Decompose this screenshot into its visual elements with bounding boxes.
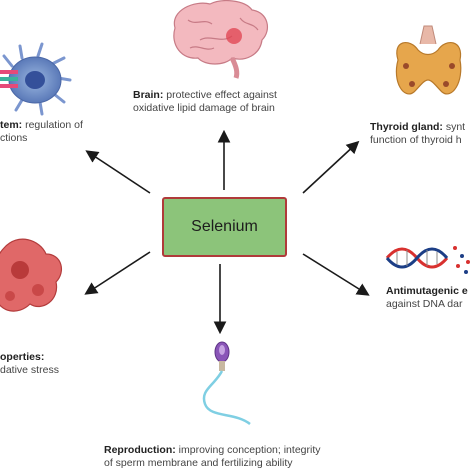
antioxidant-title: operties:: [0, 351, 45, 363]
reproduction-text-line2: of sperm membrane and fertilizing abilit…: [104, 457, 293, 469]
immune-title: tem:: [0, 119, 23, 131]
arrow-to-immune: [85, 150, 151, 194]
thyroid-title: Thyroid gland:: [370, 121, 443, 133]
arrow-to-antioxidant: [84, 251, 151, 295]
reproduction-title: Reproduction:: [104, 444, 176, 456]
selenium-label: Selenium: [191, 218, 258, 235]
brain-text-line1: protective effect against: [166, 89, 277, 101]
thyroid-text-line2: function of thyroid h: [370, 134, 462, 146]
reproduction-text-line1: improving conception; integrity: [178, 444, 321, 456]
antimutagenic-title: Antimutagenic e: [386, 285, 468, 297]
thyroid-caption: Thyroid gland: synt function of thyroid …: [370, 121, 465, 147]
brain-title: Brain:: [133, 89, 164, 101]
immune-cell-icon: [0, 42, 72, 116]
dna-icon: [385, 246, 470, 274]
thyroid-icon: [395, 25, 462, 95]
brain-text-line2: oxidative lipid damage of brain: [133, 102, 275, 114]
reproduction-caption: Reproduction: improving conception; inte…: [104, 444, 321, 470]
antimutagenic-caption: Antimutagenic e against DNA dar: [386, 285, 468, 311]
immune-text-line2: ctions: [0, 132, 28, 144]
arrow-to-thyroid: [302, 140, 360, 194]
immune-text-line1: regulation of: [25, 119, 83, 131]
antimutagenic-text-line2: against DNA dar: [386, 298, 463, 310]
thyroid-text-line1: synt: [445, 121, 466, 133]
brain-icon: [173, 0, 269, 79]
oxidative-cells-icon: [0, 238, 63, 312]
antioxidant-caption: operties: dative stress: [0, 351, 59, 377]
selenium-node: Selenium: [162, 197, 287, 257]
immune-caption: tem: regulation of ctions: [0, 119, 83, 145]
arrow-to-antimutagenic: [302, 253, 370, 296]
brain-caption: Brain: protective effect against oxidati…: [133, 89, 277, 115]
sperm-icon: [202, 341, 251, 426]
antioxidant-text-line2: dative stress: [0, 364, 59, 376]
